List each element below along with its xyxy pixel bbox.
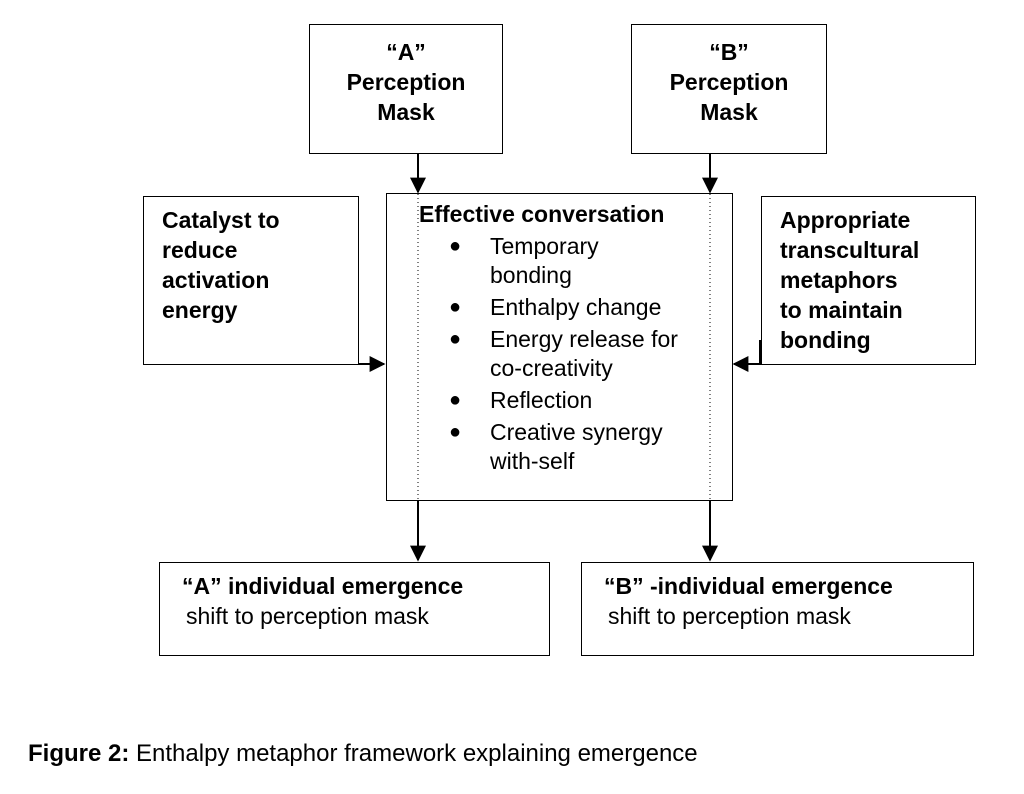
catalyst-line: activation: [162, 267, 270, 293]
outcome-a-title: “A” individual emergence: [182, 573, 464, 599]
outcome-b-title: “B” -individual emergence: [604, 573, 893, 599]
arrow-catalyst: [357, 340, 386, 372]
list-item: ● Energy release for co-creativity: [387, 325, 732, 383]
mask-a-line: Mask: [377, 99, 435, 125]
center-title: Effective conversation: [419, 201, 665, 227]
effective-conversation-box: Effective conversation ● Temporary bondi…: [386, 193, 733, 501]
list-item-text: co-creativity: [490, 355, 613, 381]
metaphors-line: metaphors: [780, 267, 898, 293]
bullet-icon: ●: [449, 389, 462, 411]
list-item: ● Reflection: [387, 386, 732, 415]
list-item: ● Creative synergy with-self: [387, 418, 732, 476]
catalyst-line: energy: [162, 297, 238, 323]
mask-b-line: Mask: [700, 99, 758, 125]
catalyst-line: Catalyst to: [162, 207, 280, 233]
figure-caption: Figure 2: Enthalpy metaphor framework ex…: [28, 740, 698, 768]
outcome-b-subtitle: shift to perception mask: [608, 603, 851, 629]
catalyst-box: Catalyst to reduce activation energy: [143, 196, 359, 365]
mask-b-line: Perception: [669, 69, 789, 95]
caption-text: Enthalpy metaphor framework explaining e…: [129, 740, 698, 767]
list-item-text: Energy release for: [490, 326, 678, 352]
catalyst-line: reduce: [162, 237, 238, 263]
arrow-metaphors: [732, 340, 761, 372]
list-item-text: with-self: [490, 448, 575, 474]
bullet-icon: ●: [449, 328, 462, 350]
bullet-icon: ●: [449, 421, 462, 443]
list-item-text: bonding: [490, 262, 572, 288]
list-item-text: Enthalpy change: [490, 294, 662, 320]
list-item-text: Creative synergy: [490, 419, 663, 445]
metaphors-line: Appropriate: [780, 207, 911, 233]
list-item-text: Temporary: [490, 233, 599, 259]
perception-mask-a-box: “A” Perception Mask: [309, 24, 503, 154]
perception-mask-b-box: “B” Perception Mask: [631, 24, 827, 154]
caption-label: Figure 2:: [28, 740, 130, 767]
list-item: ● Enthalpy change: [387, 293, 732, 322]
mask-b-line: “B”: [709, 39, 749, 65]
list-item: ● Temporary bonding: [387, 232, 732, 290]
metaphors-line: transcultural: [780, 237, 920, 263]
metaphors-box: Appropriate transcultural metaphors to m…: [761, 196, 976, 365]
metaphors-line: to maintain: [780, 297, 903, 323]
center-list: ● Temporary bonding ● Enthalpy change ● …: [387, 232, 732, 476]
outcome-b-box: “B” -individual emergence shift to perce…: [581, 562, 974, 656]
mask-a-line: Perception: [346, 69, 466, 95]
bullet-icon: ●: [449, 235, 462, 257]
mask-a-line: “A”: [386, 39, 426, 65]
outcome-a-subtitle: shift to perception mask: [186, 603, 429, 629]
bullet-icon: ●: [449, 296, 462, 318]
outcome-a-box: “A” individual emergence shift to percep…: [159, 562, 550, 656]
metaphors-line: bonding: [780, 327, 871, 353]
list-item-text: Reflection: [490, 387, 593, 413]
